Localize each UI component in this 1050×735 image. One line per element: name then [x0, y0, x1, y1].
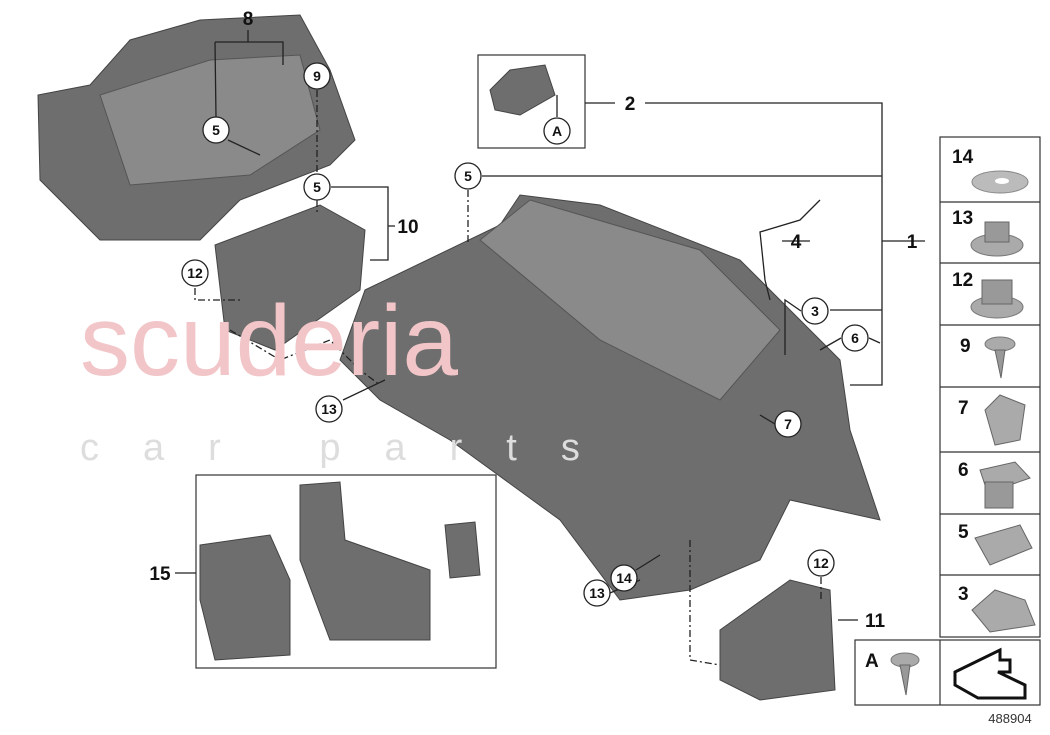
diagram-reference-number: 488904: [988, 711, 1031, 726]
legend-label: 6: [958, 460, 969, 481]
screw-icon: [890, 652, 920, 696]
callout-1: 1: [907, 232, 918, 253]
callout-3: 3: [811, 303, 819, 319]
legend-label: 9: [960, 336, 971, 357]
part-10-bracket: [214, 204, 366, 351]
washer-icon: [971, 170, 1029, 194]
callout-5: 5: [212, 122, 220, 138]
legend-label: 12: [952, 270, 973, 291]
callouts: 8 9 5 5 10 12 13 2 A 5 4 1 3 6 7 15 14 1…: [149, 9, 917, 632]
part-4-cable: [759, 199, 821, 301]
legend-label: 3: [958, 584, 969, 605]
callout-13: 13: [321, 401, 337, 417]
callout-14: 14: [616, 570, 632, 586]
callout-5: 5: [464, 168, 472, 184]
square-nut-icon: [979, 461, 1031, 509]
flange-nut-icon: [970, 221, 1024, 257]
part-15-block-c: [444, 521, 481, 579]
part-2-connector: [489, 64, 556, 116]
callout-5: 5: [313, 179, 321, 195]
callout-8: 8: [243, 9, 254, 30]
part-11-bracket: [719, 579, 836, 701]
legend-label: 13: [952, 208, 973, 229]
callout-4: 4: [791, 232, 802, 253]
legend-label: 14: [952, 147, 974, 168]
callout-9: 9: [313, 68, 321, 84]
part-15-box: [195, 474, 497, 669]
callout-2: 2: [625, 94, 636, 115]
direction-arrow-icon: [953, 647, 1027, 700]
detail-2-box: [477, 54, 586, 149]
callout-13: 13: [589, 585, 605, 601]
callout-11: 11: [865, 611, 886, 632]
legend-label: 5: [958, 522, 969, 543]
part-1-top: [479, 199, 781, 401]
clip-icon: [984, 394, 1026, 446]
watermark-subtext: car parts: [80, 427, 624, 469]
hex-flange-nut-icon: [970, 279, 1024, 319]
legend-bottom: A: [854, 639, 1041, 706]
legend-label: 7: [958, 398, 969, 419]
parts-legend: 14 13 12 9 7 6 5 3: [939, 136, 1041, 638]
callout-A: A: [552, 123, 562, 139]
part-15-block-b: [299, 481, 431, 641]
watermark: scuderia car parts: [80, 285, 624, 469]
callout-10: 10: [397, 217, 418, 238]
leader-lines: [175, 30, 925, 666]
callout-15: 15: [149, 564, 171, 585]
callout-12: 12: [187, 265, 203, 281]
screw-icon: [984, 336, 1016, 379]
watermark-text: scuderia: [80, 285, 458, 397]
part-15-block-a: [199, 534, 291, 661]
callout-6: 6: [851, 330, 859, 346]
speed-nut-icon: [974, 524, 1033, 566]
legend-label-A: A: [865, 651, 879, 672]
callout-12: 12: [813, 555, 829, 571]
callout-7: 7: [784, 416, 792, 432]
spring-clip-icon: [971, 589, 1036, 633]
